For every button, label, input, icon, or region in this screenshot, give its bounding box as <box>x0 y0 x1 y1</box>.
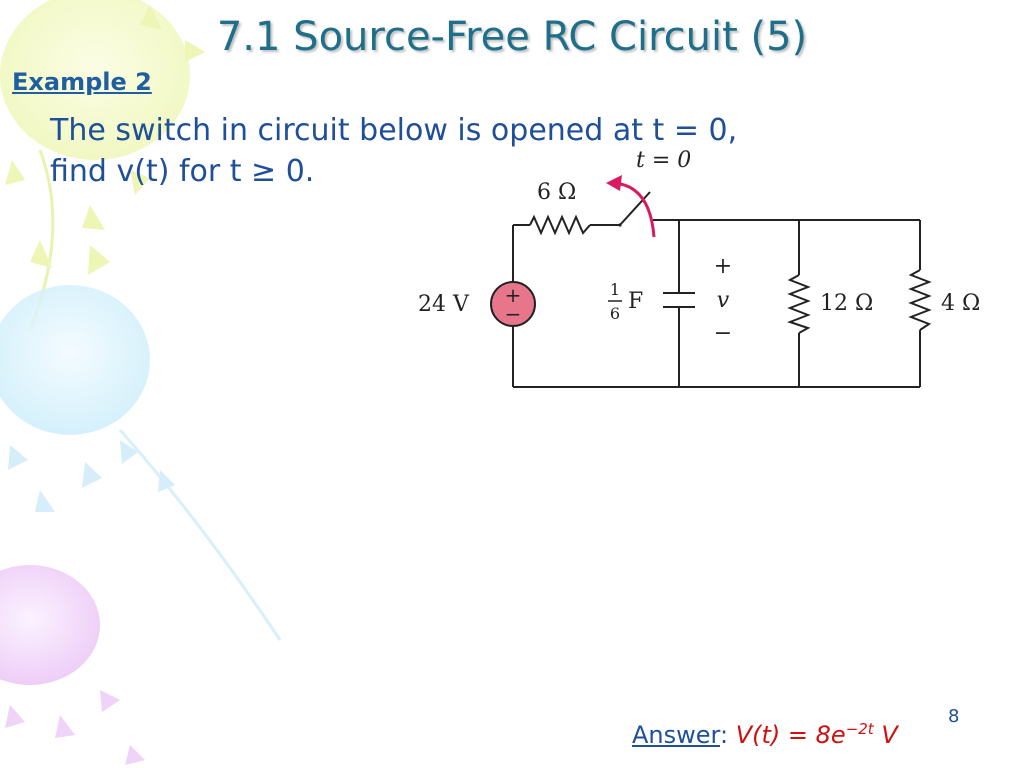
example-heading: Example 2 <box>12 68 152 96</box>
capacitor-unit: F <box>628 289 643 314</box>
answer-line: Answer: V(t) = 8e−2t V <box>632 720 898 749</box>
problem-statement: The switch in circuit below is opened at… <box>50 110 870 192</box>
answer-formula: V(t) = 8e−2t V <box>735 720 898 749</box>
answer-formula-unit: V <box>873 721 898 749</box>
purple-balloon-shape <box>0 565 100 685</box>
voltage-variable: v <box>717 288 730 313</box>
switch-time-label: t = 0 <box>636 148 691 173</box>
capacitor-numerator: 1 <box>610 280 620 299</box>
switch-blade <box>619 191 651 226</box>
series-resistor-label: 6 Ω <box>537 180 576 205</box>
voltage-source <box>490 281 536 327</box>
page-number: 8 <box>948 706 960 727</box>
source-plus-sign: + <box>505 283 522 307</box>
source-voltage-label: 24 V <box>418 292 470 317</box>
resistor-12-ohm <box>787 274 811 334</box>
source-minus-sign: − <box>505 302 522 326</box>
answer-label: Answer <box>632 721 720 749</box>
resistor-12-label: 12 Ω <box>820 291 873 316</box>
problem-line-1: The switch in circuit below is opened at… <box>50 113 738 148</box>
resistor-4-label: 4 Ω <box>941 291 980 316</box>
page-title: 7.1 Source-Free RC Circuit (5) <box>216 14 808 60</box>
voltage-plus-sign: + <box>714 254 732 279</box>
capacitor-denominator: 6 <box>610 304 620 323</box>
problem-line-2: find v(t) for t ≥ 0. <box>50 154 315 189</box>
resistor-4-ohm <box>908 269 932 331</box>
answer-colon: : <box>719 721 729 749</box>
answer-formula-exponent: −2t <box>845 720 874 738</box>
blue-balloon-shape <box>0 285 150 435</box>
answer-formula-base: V(t) = 8e <box>735 721 846 749</box>
voltage-minus-sign: − <box>714 321 732 346</box>
yellow-balloon-shape <box>0 0 190 160</box>
circuit-diagram: + − t = 0 6 Ω 24 V 1 6 F + v − 12 Ω 4 Ω <box>418 148 980 388</box>
switch-contact-left <box>618 223 622 227</box>
resistor-6-ohm <box>529 214 591 236</box>
switch-arrowhead-icon <box>606 175 622 191</box>
